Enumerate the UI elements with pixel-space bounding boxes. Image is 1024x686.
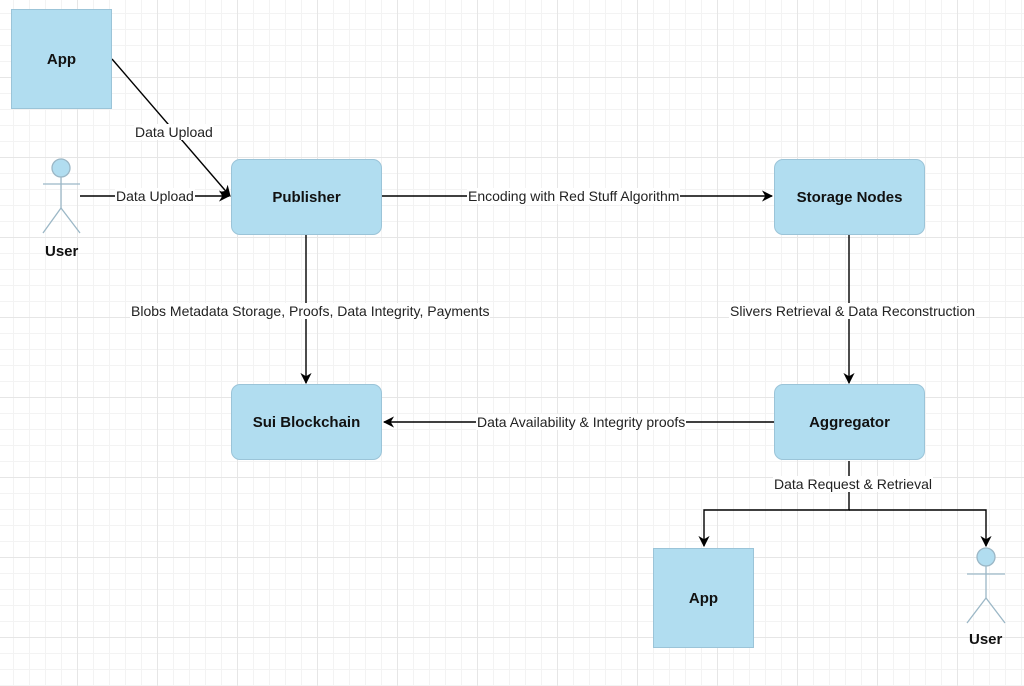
edge-label-publisher-to-storage: Encoding with Red Stuff Algorithm [467,188,681,204]
edge-label-storage-to-aggregator: Slivers Retrieval & Data Reconstruction [729,303,977,319]
sui-blockchain-label: Sui Blockchain [252,413,361,431]
user-left-label: User [45,243,79,260]
edge-aggregator-to-app [698,461,850,548]
storage-nodes-node[interactable]: Storage Nodes [774,159,925,235]
user-right-label: User [969,631,1003,648]
aggregator-label: Aggregator [809,413,890,431]
user-right-actor-icon[interactable] [966,547,1006,624]
publisher-node[interactable]: Publisher [231,159,382,235]
edge-label-publisher-to-blockchain: Blobs Metadata Storage, Proofs, Data Int… [130,303,491,319]
edge-label-aggregator-to-blockchain: Data Availability & Integrity proofs [476,414,687,430]
app-bottom-label: App [688,589,719,607]
user-left-actor-icon[interactable] [42,158,81,234]
app-top-label: App [46,50,77,68]
sui-blockchain-node[interactable]: Sui Blockchain [231,384,382,460]
edge-label-aggregator-to-consumers: Data Request & Retrieval [773,476,933,492]
app-top-node[interactable]: App [11,9,112,109]
aggregator-node[interactable]: Aggregator [774,384,925,460]
publisher-label: Publisher [272,188,341,206]
edge-label-user-to-publisher: Data Upload [115,188,195,204]
edge-aggregator-to-user [849,509,992,548]
app-bottom-node[interactable]: App [653,548,754,648]
edge-label-app-to-publisher: Data Upload [134,124,214,140]
storage-nodes-label: Storage Nodes [796,188,903,206]
